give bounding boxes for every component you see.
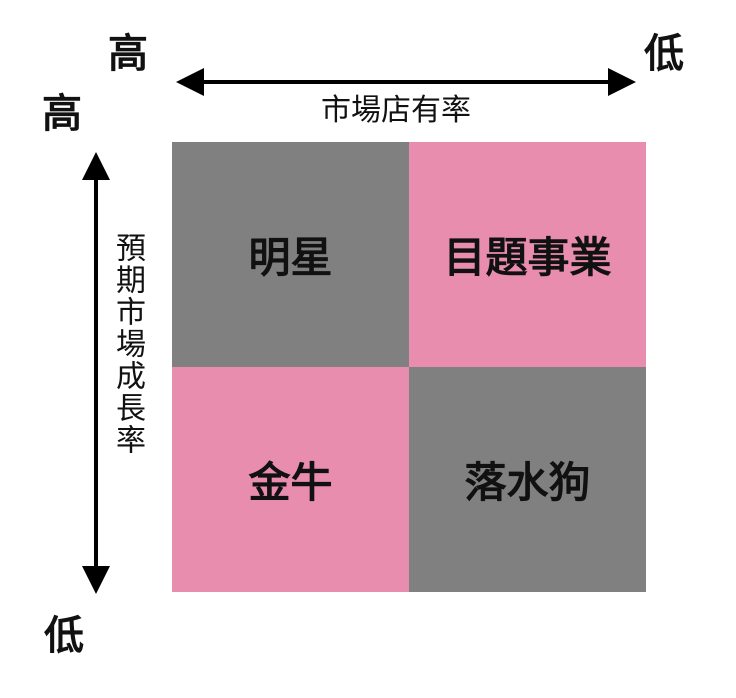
x-axis-high-label: 高 (108, 31, 148, 77)
quadrant-grid: 明星 目題事業 金牛 落水狗 (172, 142, 646, 592)
double-headed-vertical-arrow-icon (82, 152, 110, 594)
x-axis-title: 市場店有率 (321, 93, 471, 128)
quadrant-dog: 落水狗 (409, 367, 646, 592)
y-axis-title: 預期市場成長率 (110, 232, 145, 456)
quadrant-label: 明星 (248, 233, 333, 282)
quadrant-question-mark: 目題事業 (409, 142, 646, 367)
quadrant-star: 明星 (172, 142, 409, 367)
quadrant-cash-cow: 金牛 (172, 367, 409, 592)
quadrant-label: 目題事業 (443, 233, 612, 282)
x-axis-low-label: 低 (644, 31, 684, 77)
y-axis-low-label: 低 (44, 613, 84, 659)
double-headed-horizontal-arrow-icon (176, 68, 636, 96)
quadrant-label: 落水狗 (464, 458, 591, 507)
y-axis-high-label: 高 (42, 91, 82, 137)
quadrant-label: 金牛 (248, 458, 333, 507)
